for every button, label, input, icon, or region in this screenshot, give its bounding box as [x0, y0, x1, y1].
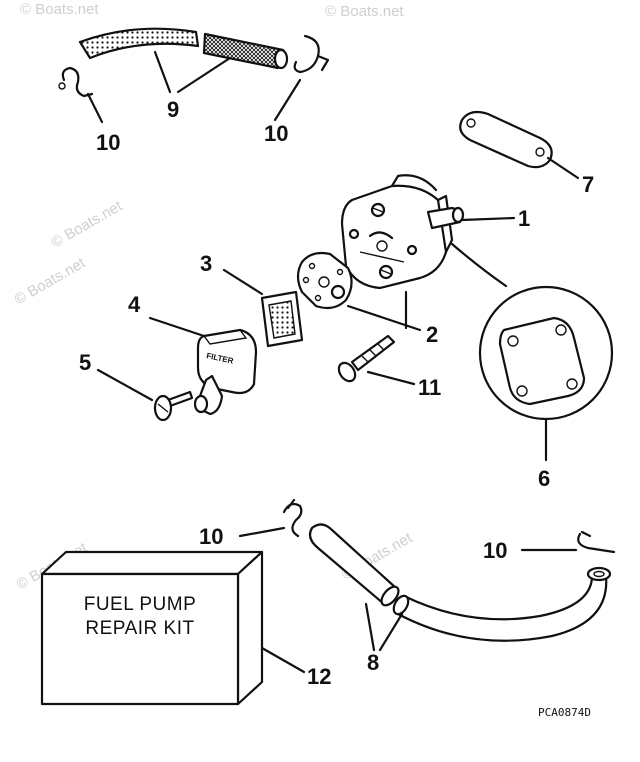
- hose-clamp: [282, 498, 303, 538]
- callout-11: 11: [418, 375, 441, 400]
- repair-kit-box: FUEL PUMP REPAIR KIT: [40, 550, 264, 706]
- watermark: © Boats.net: [49, 197, 126, 251]
- diaphragm: [296, 251, 353, 310]
- diagram-code: PCA0874D: [538, 706, 591, 719]
- callout-6: 6: [538, 466, 550, 491]
- callout-3: 3: [200, 251, 212, 276]
- callout-4: 4: [128, 292, 141, 317]
- filter-cover: FILTER: [193, 328, 258, 416]
- watermark: © Boats.net: [12, 254, 89, 308]
- fuel-pump: [340, 174, 465, 290]
- callout-8: 8: [367, 650, 379, 675]
- cover-screw: [153, 390, 194, 422]
- callout-1: 1: [518, 206, 530, 231]
- kit-label-line2: REPAIR KIT: [85, 618, 194, 639]
- callout-9: 9: [167, 97, 179, 122]
- fuel-hose-short: [308, 523, 400, 607]
- callout-2: 2: [426, 322, 438, 347]
- filter-screen-large: [78, 27, 200, 60]
- callout-10: 10: [199, 524, 223, 549]
- watermark: © Boats.net: [20, 1, 99, 18]
- callout-5: 5: [79, 350, 91, 375]
- hose-clamp: [293, 34, 330, 74]
- watermark: © Boats.net: [325, 3, 404, 20]
- kit-label-line1: FUEL PUMP: [84, 594, 197, 615]
- callout-12: 12: [307, 664, 331, 689]
- fuel-hose-long: [392, 566, 612, 642]
- pump-mounting-screw: [337, 334, 396, 383]
- gasket-detail: [450, 242, 614, 421]
- hose-clamp: [577, 530, 616, 554]
- callout-7: 7: [582, 172, 594, 197]
- callout-10: 10: [483, 538, 507, 563]
- watermarks: © Boats.net © Boats.net © Boats.net © Bo…: [12, 1, 416, 593]
- callout-10: 10: [96, 130, 120, 155]
- gasket-plate: [459, 110, 553, 169]
- hose-clamp: [58, 66, 94, 98]
- callout-10: 10: [264, 121, 288, 146]
- filter-screen-small: [202, 32, 289, 70]
- filter-element: [260, 290, 304, 348]
